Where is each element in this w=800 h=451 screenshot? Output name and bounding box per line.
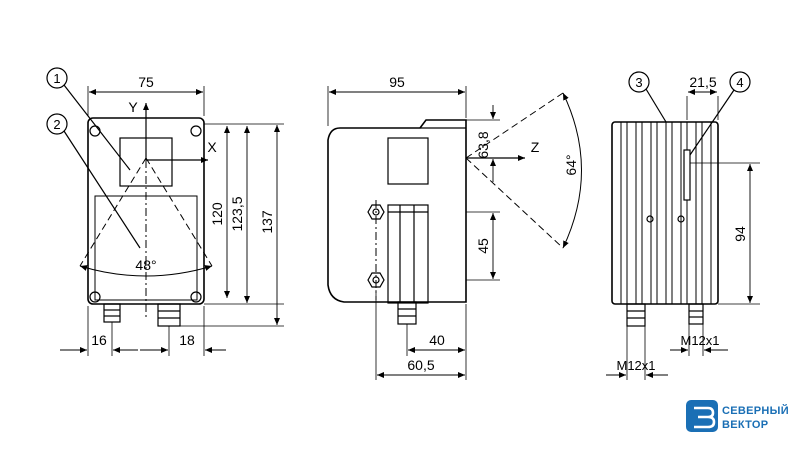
callout-label-4: 4 xyxy=(736,75,743,90)
axis-z-label: Z xyxy=(531,139,540,155)
rear-slot xyxy=(683,149,691,201)
callout-circle-1 xyxy=(46,67,68,89)
rear-connector-left xyxy=(626,303,646,327)
nut-icon xyxy=(367,272,385,288)
side-fov-upper xyxy=(465,92,564,159)
screw-icon xyxy=(190,291,202,303)
dim-height-120: 120 xyxy=(209,202,225,226)
fov-line-right xyxy=(145,157,213,267)
cooling-fins xyxy=(620,122,712,304)
callout-leader-1 xyxy=(63,84,131,171)
company-logo: СЕВЕРНЫЙ ВЕКТОР xyxy=(686,400,789,432)
axis-x-label: X xyxy=(207,139,217,155)
dim-spacing-45: 45 xyxy=(475,238,491,254)
callout-circle-4 xyxy=(729,71,751,93)
dim-offset-63-8: 63,8 xyxy=(475,131,491,158)
dim-depth-95: 95 xyxy=(389,74,405,90)
dim-width-75: 75 xyxy=(138,74,154,90)
side-housing xyxy=(327,119,467,303)
screw-icon xyxy=(89,291,101,303)
callout-circle-2 xyxy=(46,113,68,135)
rear-view xyxy=(606,71,760,380)
dim-height-123-5: 123,5 xyxy=(229,196,245,231)
dim-height-137: 137 xyxy=(259,210,275,234)
rear-housing xyxy=(611,121,719,305)
logo-text-line1: СЕВЕРНЫЙ xyxy=(722,404,789,417)
callout-label-1: 1 xyxy=(53,71,60,86)
dim-60-5: 60,5 xyxy=(407,357,434,373)
callout-leader-3 xyxy=(645,88,667,123)
logo-text-line2: ВЕКТОР xyxy=(722,419,768,431)
screw-icon xyxy=(190,125,202,137)
dim-conn-right-18: 18 xyxy=(179,332,195,348)
axis-y-label: Y xyxy=(128,99,138,115)
callout-label-3: 3 xyxy=(635,75,642,90)
dim-40: 40 xyxy=(429,332,445,348)
dim-conn-left-16: 16 xyxy=(91,332,107,348)
side-window xyxy=(387,137,429,185)
thread-label-right: M12x1 xyxy=(680,333,719,348)
side-fov-arc xyxy=(562,92,582,249)
screw-icon xyxy=(646,215,654,223)
side-fov-lower xyxy=(465,157,564,249)
fov-line-left xyxy=(79,157,147,267)
rear-connector-right xyxy=(688,303,704,325)
callout-leader-2 xyxy=(63,130,141,249)
side-view xyxy=(327,86,582,380)
callout-label-2: 2 xyxy=(53,117,60,132)
side-rail xyxy=(387,204,429,304)
front-view xyxy=(46,67,284,356)
side-view-labels: 95 Z 64° 63,8 45 40 60,5 xyxy=(389,74,579,373)
screw-icon xyxy=(677,215,685,223)
screw-icon xyxy=(89,125,101,137)
callout-circle-3 xyxy=(628,71,650,93)
angle-64-label: 64° xyxy=(563,154,579,175)
nut-icon xyxy=(367,204,385,220)
front-connector-right xyxy=(157,303,181,327)
front-view-labels: 75 Y X 48° 120 123,5 137 16 18 1 2 xyxy=(53,71,275,348)
dim-94: 94 xyxy=(732,226,748,242)
angle-48-label: 48° xyxy=(135,257,156,273)
front-connector-left xyxy=(103,303,121,323)
side-connector xyxy=(397,301,417,325)
thread-label-left: M12x1 xyxy=(616,358,655,373)
callout-leader-4 xyxy=(689,89,735,156)
rear-view-labels: 21,5 94 M12x1 M12x1 3 4 xyxy=(616,74,748,373)
dim-21-5: 21,5 xyxy=(689,74,716,90)
